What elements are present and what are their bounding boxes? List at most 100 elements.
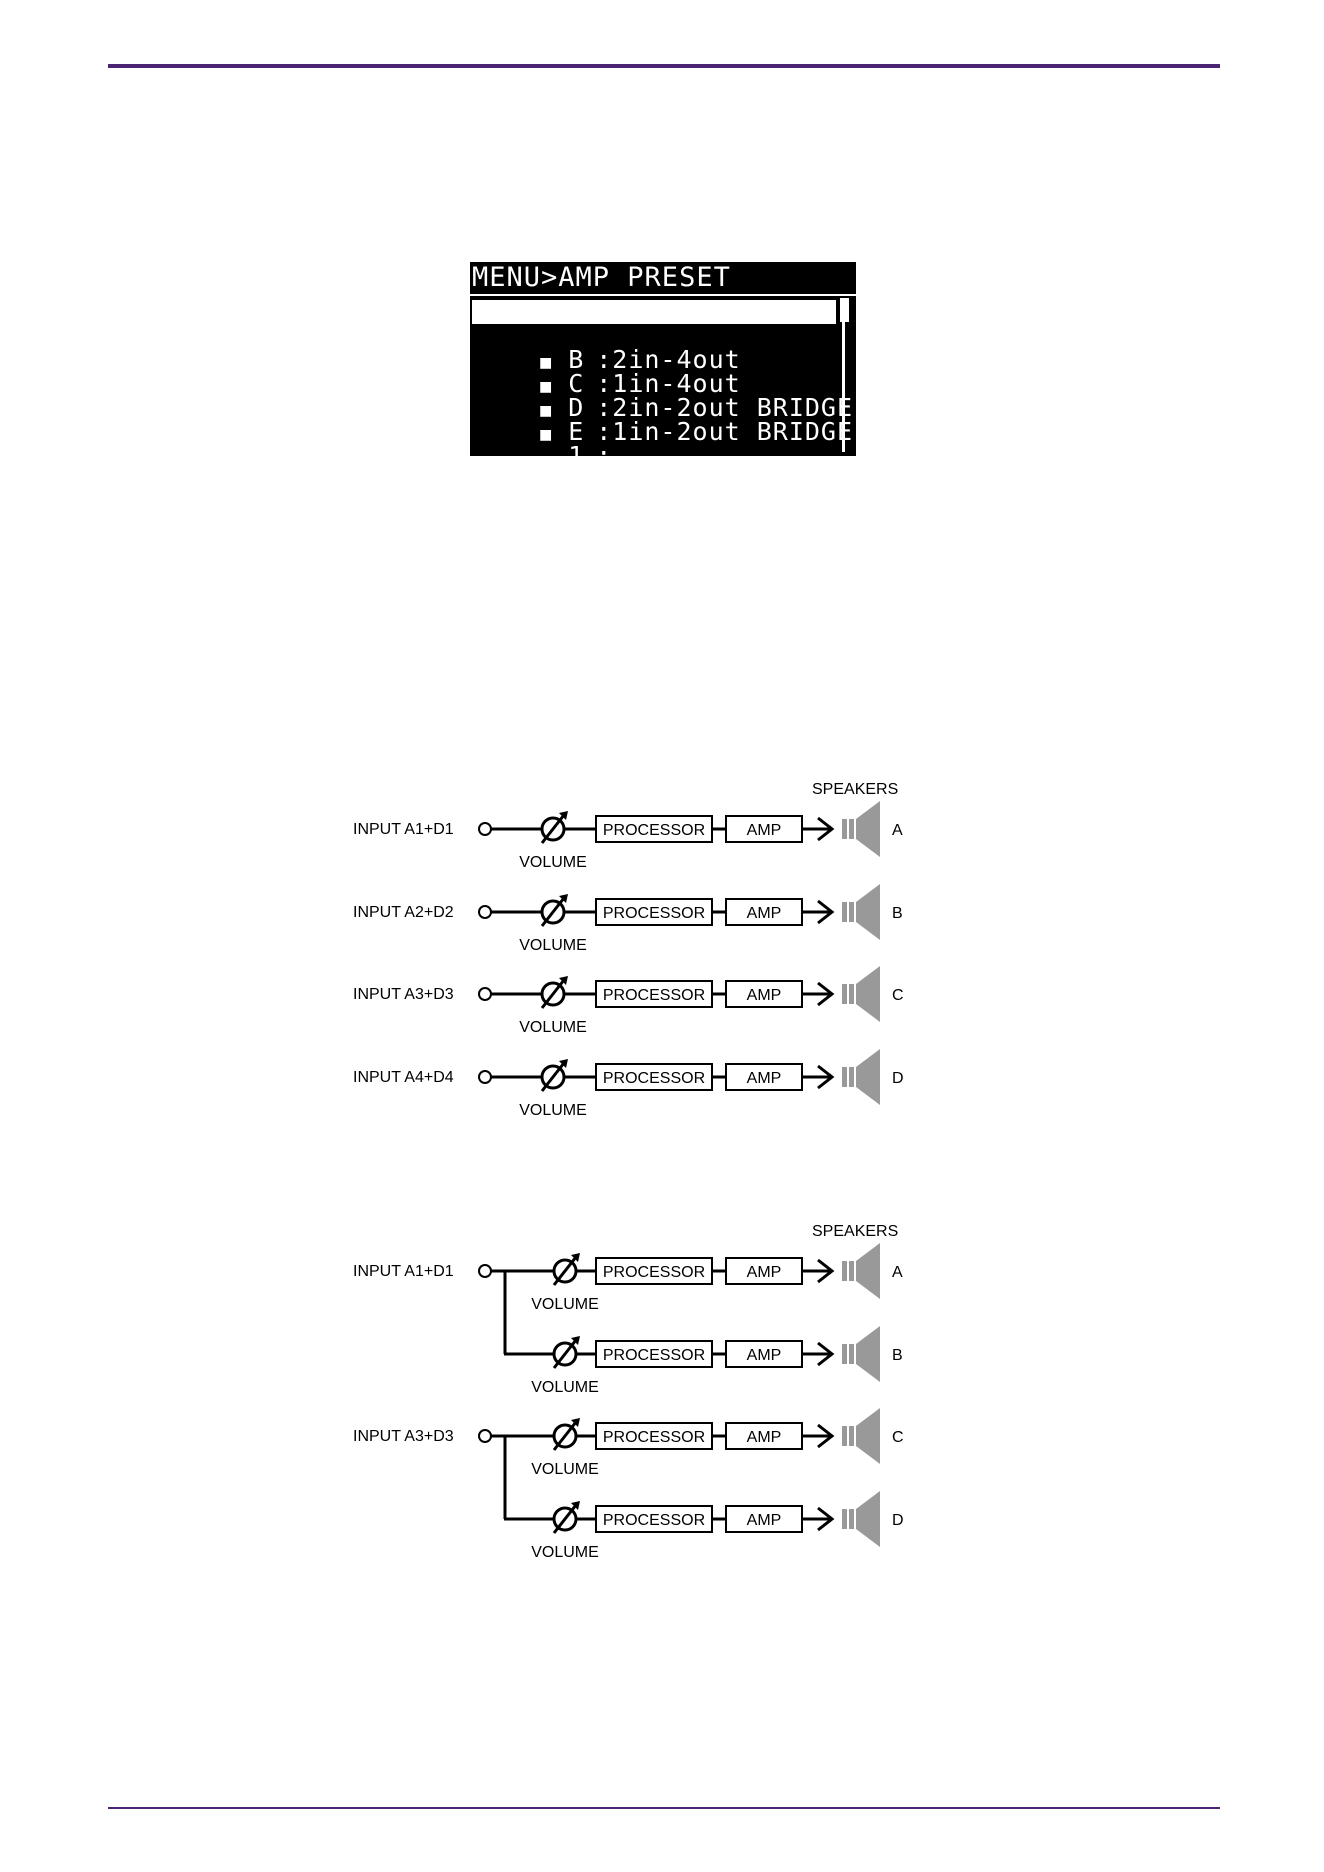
- output-arrow-head: [817, 1423, 835, 1449]
- volume-arrow-line: [540, 1062, 566, 1092]
- speaker-icon: [842, 819, 847, 839]
- lcd-scrollbar-thumb: [840, 298, 849, 322]
- output-arrow-head: [817, 1506, 835, 1532]
- processor-block: [595, 980, 713, 1008]
- volume-knob-icon: [540, 981, 566, 1007]
- volume-arrow-line: [552, 1339, 578, 1369]
- output-arrow-head: [817, 1341, 835, 1367]
- processor-block: [595, 1422, 713, 1450]
- volume-knob-icon: [552, 1423, 578, 1449]
- amp-label: AMP: [747, 987, 782, 1004]
- amp-label: AMP: [747, 1070, 782, 1087]
- volume-label: VOLUME: [519, 854, 587, 871]
- input-terminal-icon: [478, 905, 492, 919]
- preset-name: :4in-4out: [596, 321, 741, 350]
- amp-label: AMP: [747, 905, 782, 922]
- preset-row-d[interactable]: ■D:2in-2out BRIDGE: [472, 372, 852, 421]
- volume-knob-icon: [540, 899, 566, 925]
- preset-row-1[interactable]: 1:: [472, 420, 836, 468]
- volume-arrow-line: [552, 1504, 578, 1534]
- input-label: INPUT A3+D3: [353, 986, 454, 1003]
- preset-name: :2in-2out BRIDGE: [596, 393, 854, 422]
- volume-arrow-line: [540, 814, 566, 844]
- speaker-output-label: D: [892, 1512, 904, 1529]
- speaker-output-label: B: [892, 1347, 903, 1364]
- preset-slot: C: [568, 369, 585, 398]
- input-terminal-icon: [478, 1264, 492, 1278]
- input-terminal-icon: [478, 822, 492, 836]
- amp-label: AMP: [747, 822, 782, 839]
- volume-arrow-line: [552, 1256, 578, 1286]
- speaker-output-label: B: [892, 905, 903, 922]
- processor-label: PROCESSOR: [603, 1070, 705, 1087]
- lock-icon: ■: [540, 376, 553, 397]
- volume-arrow-line: [540, 979, 566, 1009]
- speaker-icon-part: [849, 984, 854, 1004]
- processor-block: [595, 1505, 713, 1533]
- preset-slot: B: [568, 345, 585, 374]
- lcd-screen: MENU>AMP PRESET ■A:4in-4out ■B:2in-4out …: [470, 262, 856, 468]
- speakers-heading: SPEAKERS: [812, 1223, 898, 1240]
- speaker-icon-part: [849, 902, 854, 922]
- volume-label: VOLUME: [531, 1544, 599, 1561]
- speaker-cone-icon: [856, 1491, 880, 1547]
- volume-arrow-head: [571, 1501, 580, 1510]
- volume-arrow-head: [571, 1418, 580, 1427]
- input-label: INPUT A3+D3: [353, 1428, 454, 1445]
- preset-row-c[interactable]: ■ C :1in-4out: [472, 348, 836, 397]
- lcd-scrollbar: [842, 298, 845, 452]
- preset-name: :: [596, 441, 613, 470]
- volume-arrow-head: [571, 1336, 580, 1345]
- lcd-title-divider: [470, 294, 856, 296]
- lock-icon: ■: [540, 352, 553, 373]
- preset-name: :2in-4out: [596, 345, 741, 374]
- input-label: INPUT A1+D1: [353, 821, 454, 838]
- processor-block: [595, 815, 713, 843]
- volume-arrow-head: [559, 811, 568, 820]
- processor-label: PROCESSOR: [603, 905, 705, 922]
- preset-name: :1in-4out: [596, 369, 741, 398]
- speaker-cone-icon: [856, 1408, 880, 1464]
- processor-block: [595, 1340, 713, 1368]
- processor-label: PROCESSOR: [603, 1264, 705, 1281]
- speaker-output-label: A: [892, 822, 903, 839]
- speaker-cone-icon: [856, 1049, 880, 1105]
- speaker-icon: [842, 1509, 847, 1529]
- amp-label: AMP: [747, 1347, 782, 1364]
- preset-row-e[interactable]: ■E:1in-2out BRIDGE: [472, 396, 852, 445]
- volume-arrow-line: [552, 1421, 578, 1451]
- amp-label: AMP: [747, 1429, 782, 1446]
- volume-knob-icon: [540, 1064, 566, 1090]
- speaker-output-label: C: [892, 987, 904, 1004]
- output-arrow-head: [817, 1064, 835, 1090]
- speaker-cone-icon: [856, 1326, 880, 1382]
- speaker-icon-part: [849, 1344, 854, 1364]
- output-arrow-head: [817, 1258, 835, 1284]
- speaker-icon: [842, 1261, 847, 1281]
- amp-label: AMP: [747, 1264, 782, 1281]
- footer-rule: [108, 1807, 1220, 1809]
- amp-block: [725, 1340, 803, 1368]
- speaker-icon-part: [849, 1426, 854, 1446]
- speaker-icon-part: [849, 1509, 854, 1529]
- volume-label: VOLUME: [519, 937, 587, 954]
- processor-label: PROCESSOR: [603, 1429, 705, 1446]
- volume-arrow-head: [559, 894, 568, 903]
- preset-row-b[interactable]: ■ B :2in-4out: [472, 324, 836, 373]
- lock-icon: ■: [540, 400, 553, 421]
- preset-row-a[interactable]: ■A:4in-4out: [472, 300, 836, 349]
- processor-label: PROCESSOR: [603, 1512, 705, 1529]
- speaker-icon-part: [849, 1261, 854, 1281]
- volume-arrow-head: [559, 1059, 568, 1068]
- amp-block: [725, 980, 803, 1008]
- processor-label: PROCESSOR: [603, 1347, 705, 1364]
- amp-block: [725, 1422, 803, 1450]
- volume-arrow-head: [559, 976, 568, 985]
- preset-slot: A: [568, 321, 585, 350]
- header-rule: [108, 64, 1220, 68]
- input-label: INPUT A1+D1: [353, 1263, 454, 1280]
- speaker-cone-icon: [856, 884, 880, 940]
- output-arrow-head: [817, 899, 835, 925]
